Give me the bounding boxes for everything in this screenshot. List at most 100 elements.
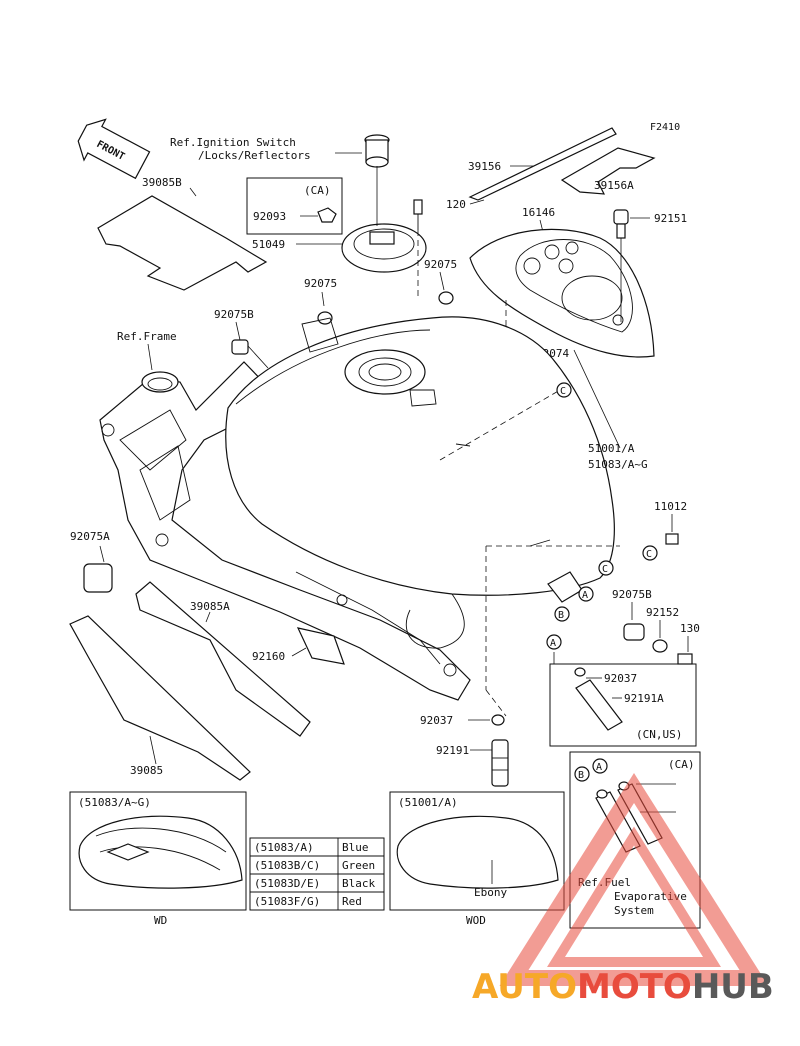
inset-wod-title: (51001/A): [398, 796, 458, 809]
hose-92191: [491, 739, 509, 787]
part-92037-center: 92037: [420, 714, 453, 727]
part-39156: 39156: [468, 160, 501, 173]
callout-c-3-text: C: [602, 564, 608, 575]
part-39085B: 39085B: [142, 176, 182, 189]
callout-c-2-text: C: [646, 549, 652, 560]
part-51001A: 51001/A: [588, 442, 635, 455]
nut-icon: [317, 207, 337, 223]
callout-b-1-text: B: [558, 610, 564, 621]
clamp-icon: [491, 714, 505, 726]
fuel-tank: [225, 316, 615, 649]
watermark-part1: AUTO: [472, 967, 577, 1007]
color-code: (51083/A): [254, 841, 314, 854]
tank-plain-icon: [396, 815, 559, 889]
grommet-icon: [317, 311, 333, 325]
bolt-icon: [413, 199, 423, 230]
damper-92160-icon: [296, 627, 345, 665]
color-name: Blue: [342, 841, 369, 854]
cn-us-label: (CN,US): [636, 728, 682, 741]
fuel-cap-icon: [364, 134, 390, 168]
part-11012: 11012: [654, 500, 687, 513]
part-92160: 92160: [252, 650, 285, 663]
pad-39085A: [135, 581, 311, 737]
figure-code: F2410: [650, 122, 680, 133]
clamp-icon: [574, 667, 586, 677]
grommet-92075A-icon: [83, 563, 113, 593]
watermark-part3: HUB: [692, 967, 774, 1007]
hose-92191A: [575, 679, 623, 731]
part-16146: 16146: [522, 206, 555, 219]
color-name: Black: [342, 877, 375, 890]
part-51083: 51083/A~G: [588, 458, 648, 471]
part-39085: 39085: [130, 764, 163, 777]
part-92075B-right: 92075B: [612, 588, 652, 601]
watermark-text: AUTOMOTOHUB: [472, 967, 774, 1007]
watermark-logo: [499, 773, 769, 986]
callout-a-3-text: A: [596, 762, 602, 773]
pad-39085: [69, 615, 251, 781]
color-name: Red: [342, 895, 362, 908]
callout-a-3: [592, 758, 608, 774]
part-130: 130: [680, 622, 700, 635]
part-39085A: 39085A: [190, 600, 230, 613]
color-code: (51083B/C): [254, 859, 320, 872]
part-92075A: 92075A: [70, 530, 110, 543]
part-92075-a: 92075: [424, 258, 457, 271]
part-92191: 92191: [436, 744, 469, 757]
callout-c-1-text: C: [560, 386, 566, 397]
part-92191A: 92191A: [624, 692, 664, 705]
part-92152: 92152: [646, 606, 679, 619]
part-92093: 92093: [253, 210, 286, 223]
part-51049: 51049: [252, 238, 285, 251]
part-92151: 92151: [654, 212, 687, 225]
inset-wod-box: [389, 791, 565, 911]
part-92037-right: 92037: [604, 672, 637, 685]
clip-11012-icon: [665, 533, 679, 545]
pad-39085B: [97, 195, 268, 291]
grommet-icon: [231, 339, 249, 355]
callout-b-2-text: B: [578, 770, 584, 781]
grommet-icon: [438, 291, 454, 305]
color-table: (51083/A) Blue (51083B/C) Green (51083D/…: [249, 837, 385, 911]
cn-us-box: [549, 663, 697, 747]
collar-icon: [652, 639, 668, 653]
color-code: (51083F/G): [254, 895, 320, 908]
grommet-icon: [623, 623, 645, 641]
strip-39156A: [560, 147, 656, 195]
ca-box-bottom: [569, 751, 701, 929]
callout-c-2: [642, 545, 658, 561]
part-92075-b: 92075: [304, 277, 337, 290]
cap-ring-icon: [341, 223, 427, 273]
callout-a-1-text: A: [582, 590, 588, 601]
callout-c-1: [556, 382, 572, 398]
color-code: (51083D/E): [254, 877, 320, 890]
bolt-92151-icon: [613, 209, 629, 239]
ref-ignition-line2: /Locks/Reflectors: [198, 149, 311, 162]
ca-box-92093: [246, 177, 343, 235]
inset-wod-label: Ebony: [474, 886, 507, 899]
watermark-part2: MOTO: [577, 967, 692, 1007]
inset-wd-title: (51083/A~G): [78, 796, 151, 809]
ca-label-bottom: (CA): [668, 758, 695, 771]
color-name: Green: [342, 859, 375, 872]
callout-b-1: [554, 606, 570, 622]
ca-label-top: (CA): [304, 184, 331, 197]
ref-frame: Ref.Frame: [117, 330, 177, 343]
part-39156A: 39156A: [594, 179, 634, 192]
front-arrow-icon: FRONT: [77, 118, 151, 180]
callout-a-1: [578, 586, 594, 602]
part-92075B-top: 92075B: [214, 308, 254, 321]
inset-wd-box: [69, 791, 247, 911]
frame-icon: [99, 361, 471, 701]
bolt-130-icon: [677, 653, 693, 665]
console-16146: [469, 228, 655, 358]
part-120: 120: [446, 198, 466, 211]
inset-wod-caption: WOD: [466, 914, 486, 927]
callout-a-2-text: A: [550, 638, 556, 649]
ref-ignition-line1: Ref.Ignition Switch: [170, 136, 296, 149]
strip-39156: [468, 127, 617, 201]
inset-wd-caption: WD: [154, 914, 167, 927]
ref-fuel-line3: System: [614, 904, 654, 917]
callout-c-3: [598, 560, 614, 576]
